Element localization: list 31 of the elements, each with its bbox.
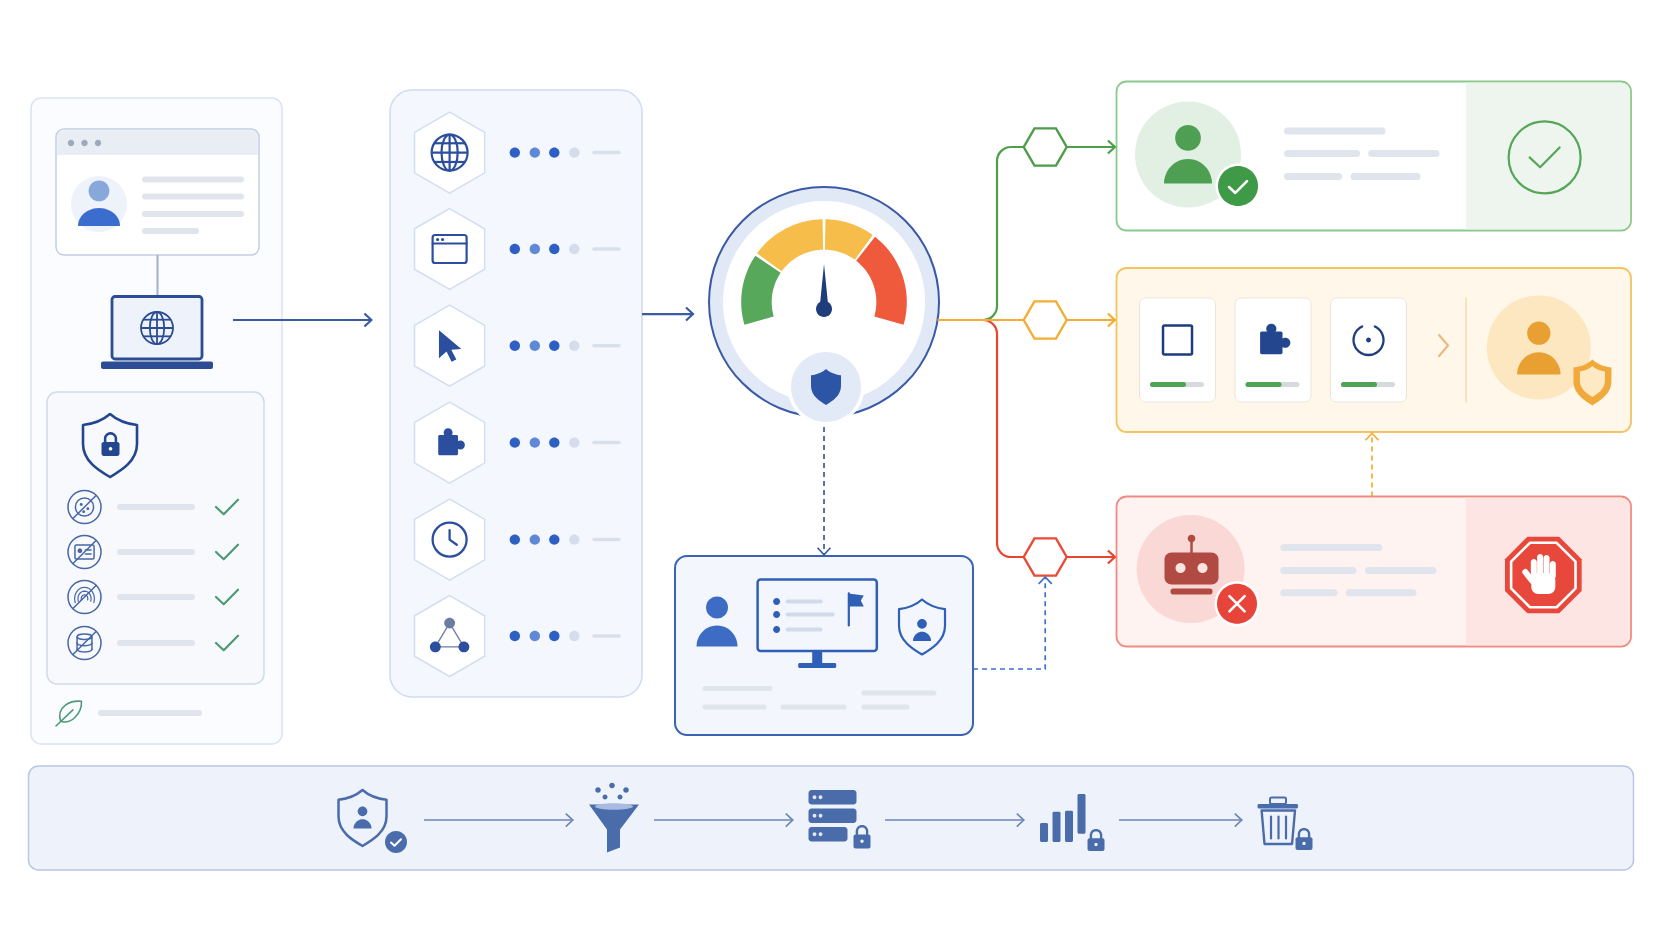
laptop-icon — [101, 295, 213, 369]
card — [1139, 297, 1216, 403]
panel — [27, 765, 1635, 871]
hexagon — [413, 111, 486, 194]
dashed-arrow — [1364, 432, 1380, 498]
arrow — [884, 812, 1025, 828]
dashed-arrow — [816, 426, 832, 557]
hexagon — [413, 207, 486, 291]
card — [46, 391, 265, 685]
hexagon — [413, 594, 486, 678]
arrow — [1066, 549, 1117, 565]
hexagon — [413, 498, 486, 581]
funnel-icon — [589, 782, 639, 853]
hexagon — [413, 304, 486, 388]
arrow — [1066, 139, 1117, 155]
arrow — [423, 812, 574, 828]
arrow — [653, 812, 794, 828]
card — [674, 555, 974, 736]
arrow — [1118, 812, 1243, 828]
trash-lock-icon — [1257, 796, 1313, 850]
arrow — [642, 306, 695, 322]
gauge — [708, 186, 940, 418]
bar-chart-lock-icon — [1040, 794, 1105, 851]
arrow — [233, 312, 373, 328]
server-lock-icon — [808, 790, 871, 849]
shield-user-icon — [337, 788, 410, 856]
card — [1330, 297, 1407, 403]
arrow — [1066, 312, 1117, 328]
connector-line — [937, 318, 1024, 322]
connector-line — [156, 255, 159, 295]
dashed-arrow — [972, 575, 1053, 670]
